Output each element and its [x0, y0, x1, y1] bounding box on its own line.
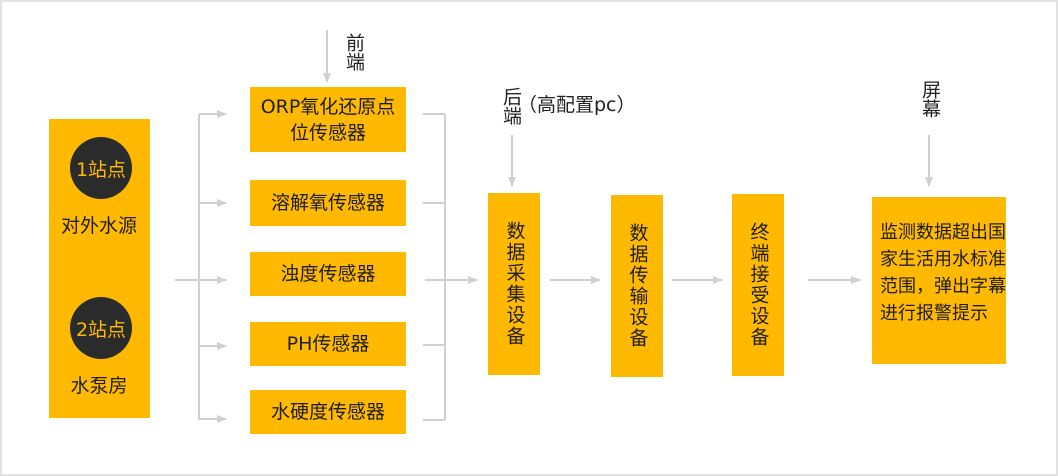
screen-label: 屏幕 [919, 80, 941, 118]
front-end-label: 前端 [343, 33, 365, 71]
device-terminal-receiving: 终端接受设备 [732, 194, 784, 376]
sensor-ph: PH传感器 [250, 322, 406, 366]
station-2-label: 水泵房 [70, 375, 128, 397]
alert-box: 监测数据超出国家生活用水标准范围，弹出字幕进行报警提示 [872, 197, 1006, 364]
sensor-orp: ORP氧化还原点位传感器 [250, 87, 406, 152]
back-end-note: （高配置pc） [518, 94, 636, 116]
station-1-badge: 1站点 [70, 137, 132, 199]
back-end-label: 后端 [500, 87, 522, 125]
sensor-dissolved-oxygen: 溶解氧传感器 [250, 180, 406, 226]
station-2-badge: 2站点 [70, 297, 132, 359]
device-data-collection: 数据采集设备 [488, 193, 540, 375]
sensor-water-hardness: 水硬度传感器 [250, 390, 406, 434]
alert-text: 监测数据超出国家生活用水标准范围，弹出字幕进行报警提示 [880, 222, 1006, 324]
device-data-transmission: 数据传输设备 [611, 195, 663, 377]
stations-box: 1站点 对外水源 2站点 水泵房 [49, 119, 150, 418]
station-1-label: 对外水源 [60, 215, 137, 237]
sensor-turbidity: 浊度传感器 [250, 252, 406, 296]
